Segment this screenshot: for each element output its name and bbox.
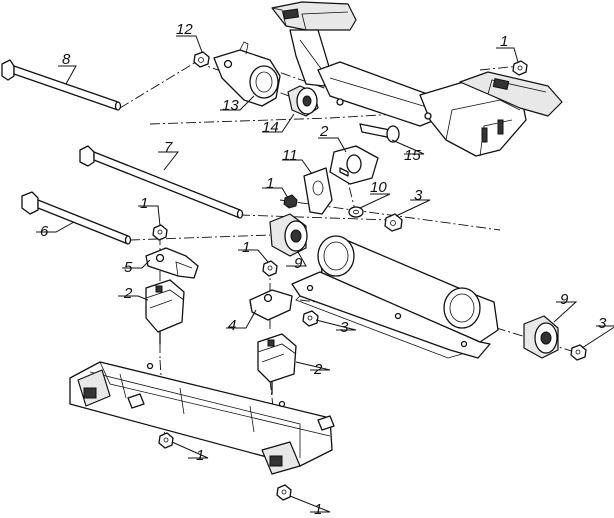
bracket-5: [145, 247, 199, 279]
nut-12: [193, 51, 210, 68]
callout-6: 6: [40, 223, 49, 240]
callout-11: 11: [282, 147, 298, 164]
callout-1: 1: [314, 501, 322, 518]
callout-1: 1: [196, 447, 204, 464]
callout-1: 1: [266, 175, 274, 192]
rubber-mount-2-left: [145, 279, 185, 345]
nut-1-bottom-right: [276, 484, 292, 501]
nut-1-mid: [283, 194, 298, 209]
nut-1-left-top: [152, 224, 168, 241]
callout-5: 5: [124, 259, 133, 276]
callout-13: 13: [222, 97, 239, 114]
upper-crossmember: [271, 1, 563, 157]
lower-tube-crossmember: [291, 235, 499, 359]
callout-3: 3: [598, 315, 607, 332]
callout-15: 15: [404, 147, 421, 164]
callout-8: 8: [62, 51, 71, 68]
callout-labels: 8 12 13 14 1 2 15 7 11 1 10 3 6 1 5 1 9 …: [40, 21, 607, 518]
callout-10: 10: [370, 179, 387, 196]
nut-1-bottom-left: [158, 432, 174, 449]
callout-1: 1: [140, 195, 148, 212]
bolt-7: [79, 145, 244, 219]
callout-1: 1: [500, 33, 508, 50]
callout-14: 14: [262, 119, 279, 136]
callout-7: 7: [164, 139, 173, 156]
nut-1-top: [512, 60, 528, 76]
callout-9: 9: [560, 291, 569, 308]
leader-lines: [36, 35, 614, 513]
callout-4: 4: [228, 317, 236, 334]
callout-2: 2: [319, 123, 329, 140]
callout-1: 1: [242, 239, 250, 256]
plate-2-upper: [329, 145, 379, 185]
bolt-6: [21, 191, 132, 245]
washer-11: [303, 167, 333, 215]
bushing-9-right: [523, 315, 559, 359]
nut-3-right: [570, 344, 587, 361]
bushing-14: [287, 85, 319, 117]
nut-3-upper: [384, 213, 403, 232]
callout-12: 12: [176, 21, 193, 38]
bolt-8: [1, 59, 122, 111]
washer-10: [348, 206, 364, 218]
callout-2: 2: [123, 285, 133, 302]
nut-1-center: [262, 260, 278, 277]
nut-3-center: [302, 310, 319, 327]
bracket-13: [213, 41, 281, 107]
lower-frame: [69, 361, 335, 475]
callout-9: 9: [294, 255, 303, 272]
callout-2: 2: [313, 361, 323, 378]
bracket-4: [249, 289, 293, 321]
pin-15: [359, 123, 400, 143]
callout-3: 3: [414, 187, 423, 204]
callout-3: 3: [340, 319, 349, 336]
bushing-9-left: [269, 213, 308, 257]
rubber-mount-2-center: [257, 333, 297, 395]
